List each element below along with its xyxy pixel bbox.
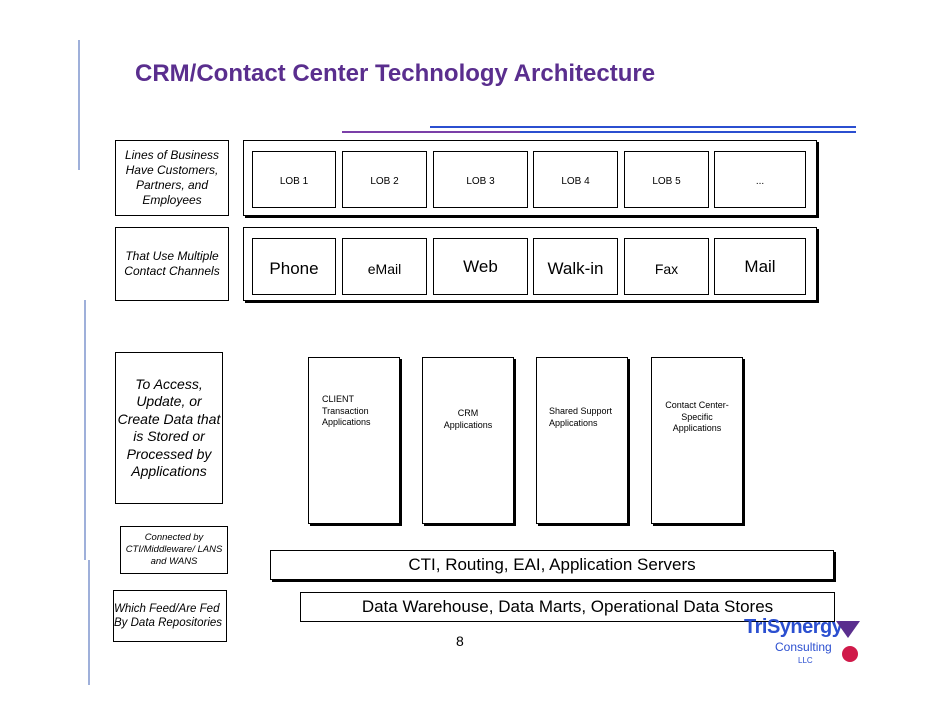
- channel-label: Walk-in: [547, 259, 604, 278]
- connected-label-text: Connected by CTI/Middleware/ LANS and WA…: [125, 532, 223, 567]
- app-client-transaction: CLIENT Transaction Applications: [308, 357, 400, 524]
- lob-row-label: Lines of Business Have Customers, Partne…: [115, 140, 229, 216]
- lob-cell-label: LOB 1: [279, 176, 309, 187]
- channel-cell-email: eMail: [342, 238, 427, 295]
- channels-row-label: That Use Multiple Contact Channels: [115, 227, 229, 301]
- lob-row-label-text: Lines of Business Have Customers, Partne…: [124, 148, 220, 207]
- lob-cell-3: LOB 3: [433, 151, 528, 208]
- repositories-label: Which Feed/Are Fed By Data Repositories: [113, 590, 227, 642]
- logo-mark-icon: [836, 621, 860, 662]
- lob-cell-1: LOB 1: [252, 151, 336, 208]
- left-rule-bottom: [88, 560, 90, 685]
- cti-bar-text: CTI, Routing, EAI, Application Servers: [408, 555, 696, 574]
- lob-cell-label: LOB 4: [561, 176, 590, 187]
- cti-bar: CTI, Routing, EAI, Application Servers: [270, 550, 834, 580]
- lob-cell-label: LOB 3: [466, 176, 495, 187]
- channels-row-label-text: That Use Multiple Contact Channels: [124, 249, 220, 278]
- app-contact-center: Contact Center-Specific Applications: [651, 357, 743, 524]
- page-number: 8: [456, 633, 464, 649]
- company-logo: TriSynergy Consulting LLC: [744, 616, 864, 676]
- app-label: CLIENT Transaction Applications: [322, 394, 371, 428]
- repositories-label-text: Which Feed/Are Fed By Data Repositories: [114, 602, 223, 629]
- lob-cell-4: LOB 4: [533, 151, 618, 208]
- app-label: CRM Applications: [443, 408, 493, 430]
- connected-label: Connected by CTI/Middleware/ LANS and WA…: [120, 526, 228, 574]
- lob-cell-label: ...: [755, 176, 765, 187]
- channel-cell-web: Web: [433, 238, 528, 295]
- channel-label: Mail: [744, 257, 776, 276]
- logo-suffix: LLC: [798, 656, 813, 665]
- lob-cell-label: LOB 5: [652, 176, 681, 187]
- channel-label: eMail: [367, 261, 402, 277]
- channel-cell-phone: Phone: [252, 238, 336, 295]
- channel-cell-fax: Fax: [624, 238, 709, 295]
- title-rule-blue-1: [430, 126, 856, 128]
- app-label: Shared Support Applications: [549, 406, 613, 428]
- lob-cell-label: LOB 2: [370, 176, 399, 187]
- access-label: To Access, Update, or Create Data that i…: [115, 352, 223, 504]
- app-crm: CRM Applications: [422, 357, 514, 524]
- data-repositories-bar-text: Data Warehouse, Data Marts, Operational …: [361, 597, 774, 616]
- title-rule-blue-2: [520, 131, 856, 133]
- lob-cell-5: LOB 5: [624, 151, 709, 208]
- data-repositories-bar: Data Warehouse, Data Marts, Operational …: [300, 592, 835, 622]
- channel-label: Phone: [269, 259, 319, 278]
- app-shared-support: Shared Support Applications: [536, 357, 628, 524]
- left-rule-top: [78, 40, 80, 170]
- channel-label: Fax: [654, 261, 679, 277]
- channel-cell-mail: Mail: [714, 238, 806, 295]
- title-rule-purple: [342, 131, 612, 133]
- channel-cell-walkin: Walk-in: [533, 238, 618, 295]
- left-rule-mid: [84, 300, 86, 560]
- logo-sub: Consulting: [775, 640, 832, 654]
- logo-name: TriSynergy: [744, 616, 843, 638]
- lob-cell-6: ...: [714, 151, 806, 208]
- lob-cell-2: LOB 2: [342, 151, 427, 208]
- page-title: CRM/Contact Center Technology Architectu…: [135, 60, 656, 87]
- app-label: Contact Center-Specific Applications: [665, 400, 729, 434]
- access-label-text: To Access, Update, or Create Data that i…: [117, 375, 221, 480]
- channel-label: Web: [463, 257, 498, 276]
